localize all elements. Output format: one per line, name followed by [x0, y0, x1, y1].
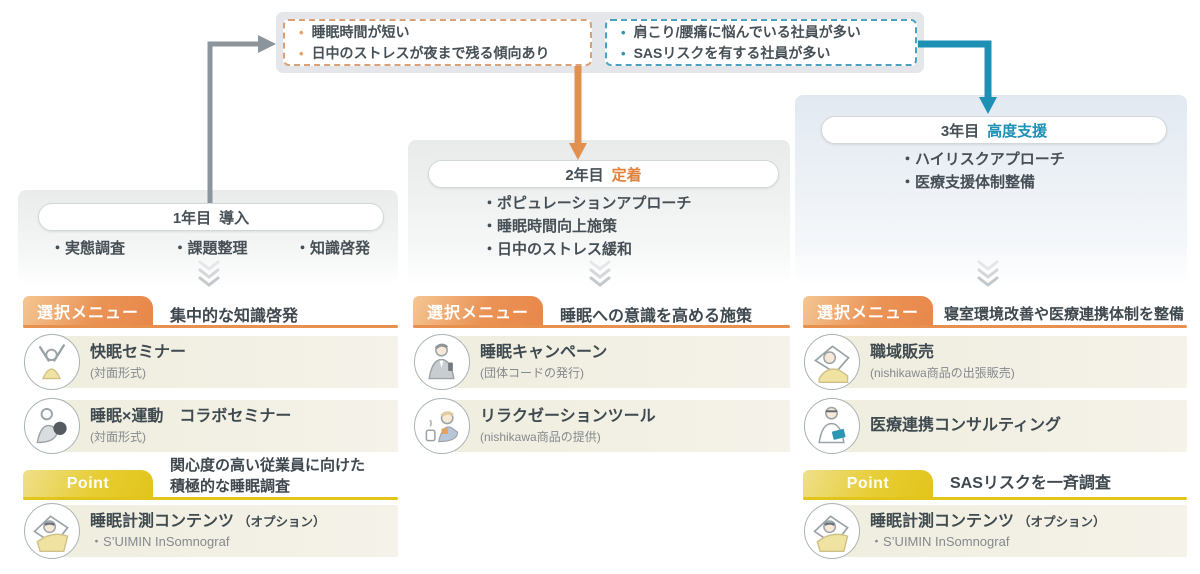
point-underline — [23, 497, 398, 500]
menu-badge: 選択メニュー — [413, 296, 543, 326]
item: リラクゼーションツール (nishikawa商品の提供) — [480, 408, 656, 444]
teal-elbow-arrow — [918, 40, 997, 114]
item-row — [40, 400, 398, 452]
medical-consulting-icon — [804, 398, 860, 454]
point-badge: Point — [803, 470, 933, 498]
issue-line: 日中のストレスが夜まで残る傾向あり — [299, 44, 576, 63]
point-underline — [803, 497, 1187, 500]
item-row — [430, 400, 790, 452]
menu-badge: 選択メニュー — [803, 296, 933, 326]
item: 睡眠キャンペーン (団体コードの発行) — [480, 344, 608, 380]
year3-pill: 3年目 高度支援 — [821, 116, 1167, 144]
item: 医療連携コンサルティング — [870, 417, 1062, 434]
sleep-measure-icon — [804, 503, 860, 559]
item: 睡眠計測コンテンツ（オプション） ・S’UIMIN InSomnograf — [90, 513, 326, 549]
year1-label: 1年目 — [172, 209, 212, 227]
menu-heading: 寝室環境改善や医療連携体制を整備 — [944, 306, 1185, 323]
menu-underline — [803, 325, 1187, 328]
menu-heading: 睡眠への意識を高める施策 — [560, 308, 753, 325]
relaxation-icon — [414, 398, 470, 454]
item: 睡眠×運動 コラボセミナー (対面形式) — [90, 408, 292, 444]
item-row — [820, 336, 1187, 388]
item-row — [430, 336, 790, 388]
chevron-down-icon — [589, 260, 611, 287]
year1-pill: 1年目 導入 — [38, 203, 384, 231]
orange-down-arrow — [569, 66, 587, 160]
item: 睡眠計測コンテンツ（オプション） ・S’UIMIN InSomnograf — [870, 513, 1106, 549]
year2-label: 2年目 — [565, 166, 604, 184]
sleep-measure-icon — [24, 503, 80, 559]
item: 快眠セミナー (対面形式) — [90, 344, 187, 380]
seminar-icon — [24, 334, 80, 390]
year3-phase: 高度支援 — [987, 122, 1048, 140]
item-row — [820, 400, 1187, 452]
point-text: SASリスクを一斉調査 — [950, 475, 1111, 492]
menu-badge: 選択メニュー — [23, 296, 153, 326]
year3-bullets: ・ハイリスクアプローチ ・医療支援体制整備 — [900, 151, 1065, 191]
menu-heading: 集中的な知識啓発 — [170, 308, 299, 325]
year1-phase: 導入 — [219, 209, 250, 227]
exercise-icon — [24, 398, 80, 454]
point-text: 関心度の高い従業員に向けた 積極的な睡眠調査 — [170, 457, 366, 495]
item-row — [820, 505, 1187, 557]
issue-box-sleep: 睡眠時間が短い 日中のストレスが夜まで残る傾向あり — [283, 19, 592, 66]
item-row — [40, 336, 398, 388]
issue-line: SASリスクを有する社員が多い — [621, 44, 901, 63]
year1-bullets: ・実態調査 ・課題整理 ・知識啓発 — [50, 240, 370, 257]
item-row — [40, 505, 398, 557]
item: 職域販売 (nishikawa商品の出張販売) — [870, 344, 1015, 380]
year2-phase: 定着 — [611, 166, 642, 184]
year2-pill: 2年目 定着 — [428, 160, 779, 188]
menu-underline — [23, 325, 398, 328]
issue-line: 肩こり/腰痛に悩んでいる社員が多い — [621, 23, 901, 42]
campaign-icon — [414, 334, 470, 390]
issue-box-health: 肩こり/腰痛に悩んでいる社員が多い SASリスクを有する社員が多い — [605, 19, 917, 66]
workplace-sales-icon — [804, 334, 860, 390]
year2-bullets: ・ポピュレーションアプローチ ・睡眠時間向上施策 ・日中のストレス緩和 — [482, 195, 692, 258]
year3-label: 3年目 — [940, 122, 980, 140]
chevron-down-icon — [198, 260, 220, 287]
issue-line: 睡眠時間が短い — [299, 23, 576, 42]
gray-elbow-arrow — [207, 35, 276, 205]
point-badge: Point — [23, 470, 153, 498]
menu-underline — [413, 325, 790, 328]
chevron-down-icon — [977, 260, 999, 287]
